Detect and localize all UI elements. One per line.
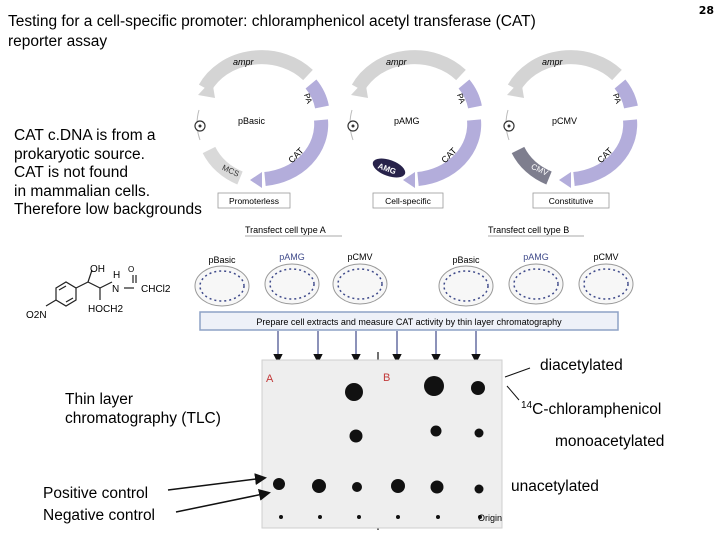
- ampr-arrowhead: [198, 80, 215, 98]
- dish-label: pAMG: [523, 252, 549, 262]
- unacetylated-label: unacetylated: [511, 478, 599, 495]
- dish-label: pAMG: [279, 252, 305, 262]
- pa-segment: [458, 79, 482, 109]
- ampr-arrowhead: [351, 80, 368, 98]
- tlc-description: Thin layer chromatography (TLC): [65, 391, 221, 427]
- page-number: 28: [698, 4, 714, 17]
- ampr-label: ampr: [542, 57, 564, 67]
- cat-arrow: [417, 119, 482, 186]
- dish-label: pCMV: [347, 252, 372, 262]
- tlc-origin-label: Origin: [478, 513, 502, 523]
- plasmid-pamg: ampr PA CAT AMG pAMG Cell-specific: [347, 50, 482, 209]
- culture-dish: [332, 263, 388, 305]
- plasmid-name: pAMG: [394, 116, 420, 126]
- diacetylated-label: diacetylated: [540, 357, 623, 374]
- note-line-1: CAT c.DNA is from a: [14, 127, 156, 144]
- ampr-label: ampr: [386, 57, 408, 67]
- chem-chcl2: CHCl2: [141, 284, 171, 295]
- culture-dish: [508, 263, 564, 305]
- chloramphenicol-text: C-chloramphenicol: [532, 401, 662, 419]
- pa-segment: [614, 79, 638, 109]
- title-line-1: Testing for a cell-specific promoter: ch…: [8, 13, 536, 30]
- amg-promoter: [372, 158, 406, 178]
- chloramphenicol-label: 14C-chloramphenicol: [521, 396, 661, 419]
- dish-group-a: pBasic pAMG pCMV: [194, 252, 388, 307]
- chem-n: N: [112, 284, 119, 295]
- chem-o2n: O2N: [26, 310, 47, 321]
- transfect-a-label: Transfect cell type A: [245, 225, 326, 235]
- plasmid-pcmv: ampr PA CAT CMV pCMV Constitutive: [503, 50, 638, 209]
- chem-o: O: [128, 265, 134, 274]
- isotope-superscript: 14: [521, 400, 533, 411]
- cat-assay-banner: [199, 311, 619, 331]
- pa-label: PA: [611, 92, 623, 105]
- pa-segment: [305, 79, 329, 109]
- dish-label: pBasic: [452, 255, 480, 265]
- note-line-4: in mammalian cells.: [14, 182, 151, 200]
- positive-control-label: Positive control: [43, 485, 149, 502]
- culture-dish: [438, 265, 494, 307]
- plasmid-caption: Constitutive: [549, 196, 594, 206]
- mcs-segment: [202, 146, 243, 185]
- culture-dish: [264, 263, 320, 305]
- cat-arrowhead: [250, 172, 262, 188]
- cat-arrowhead: [403, 172, 415, 188]
- tlc-panel-a: A: [266, 373, 274, 385]
- plasmid-caption: Cell-specific: [385, 196, 432, 206]
- pa-label: PA: [455, 92, 467, 105]
- banner-text: Prepare cell extracts and measure CAT ac…: [256, 317, 562, 327]
- plasmid-name: pCMV: [552, 116, 577, 126]
- tlc-plate: [261, 359, 503, 529]
- ampr-arrow: [198, 50, 313, 92]
- culture-dish: [194, 265, 250, 307]
- negative-control-label: Negative control: [43, 507, 156, 524]
- culture-dish: [578, 263, 634, 305]
- note-line-5: Therefore low backgrounds: [14, 201, 202, 218]
- chem-hoch2: HOCH2: [88, 304, 123, 315]
- plasmid-name: pBasic: [238, 116, 266, 126]
- slide-title: Testing for a cell-specific promoter: ch…: [8, 12, 648, 52]
- tlc-spots: [273, 376, 485, 519]
- cmv-segment: [511, 146, 552, 185]
- dish-group-b: pBasic pAMG pCMV: [438, 252, 634, 307]
- ampr-arrowhead: [507, 80, 524, 98]
- cat-arrowhead: [559, 172, 571, 188]
- dish-label: pCMV: [593, 252, 618, 262]
- title-line-2: reporter assay: [8, 33, 108, 50]
- chem-h: H: [113, 270, 120, 281]
- tlc-panel-b: B: [383, 372, 390, 384]
- ampr-arrow: [351, 50, 466, 92]
- pa-label: PA: [302, 92, 314, 105]
- chloramphenicol-structure: [45, 269, 137, 307]
- transfect-b-label: Transfect cell type B: [488, 225, 569, 235]
- dish-label: pBasic: [208, 255, 236, 265]
- chem-oh: OH: [90, 264, 105, 275]
- plasmid-pbasic: ampr PA CAT MCS pBasic Promoterless: [194, 50, 329, 209]
- ampr-label: ampr: [233, 57, 255, 67]
- cat-background-note: CAT c.DNA is from a prokaryotic source. …: [14, 127, 202, 220]
- monoacetylated-label: monoacetylated: [555, 433, 665, 450]
- note-line-2: prokaryotic source.: [14, 145, 145, 163]
- plasmid-caption: Promoterless: [229, 196, 279, 206]
- note-line-3: CAT is not found: [14, 164, 129, 181]
- ampr-arrow: [507, 50, 622, 92]
- cat-arrow: [264, 119, 329, 186]
- cat-arrow: [573, 119, 638, 186]
